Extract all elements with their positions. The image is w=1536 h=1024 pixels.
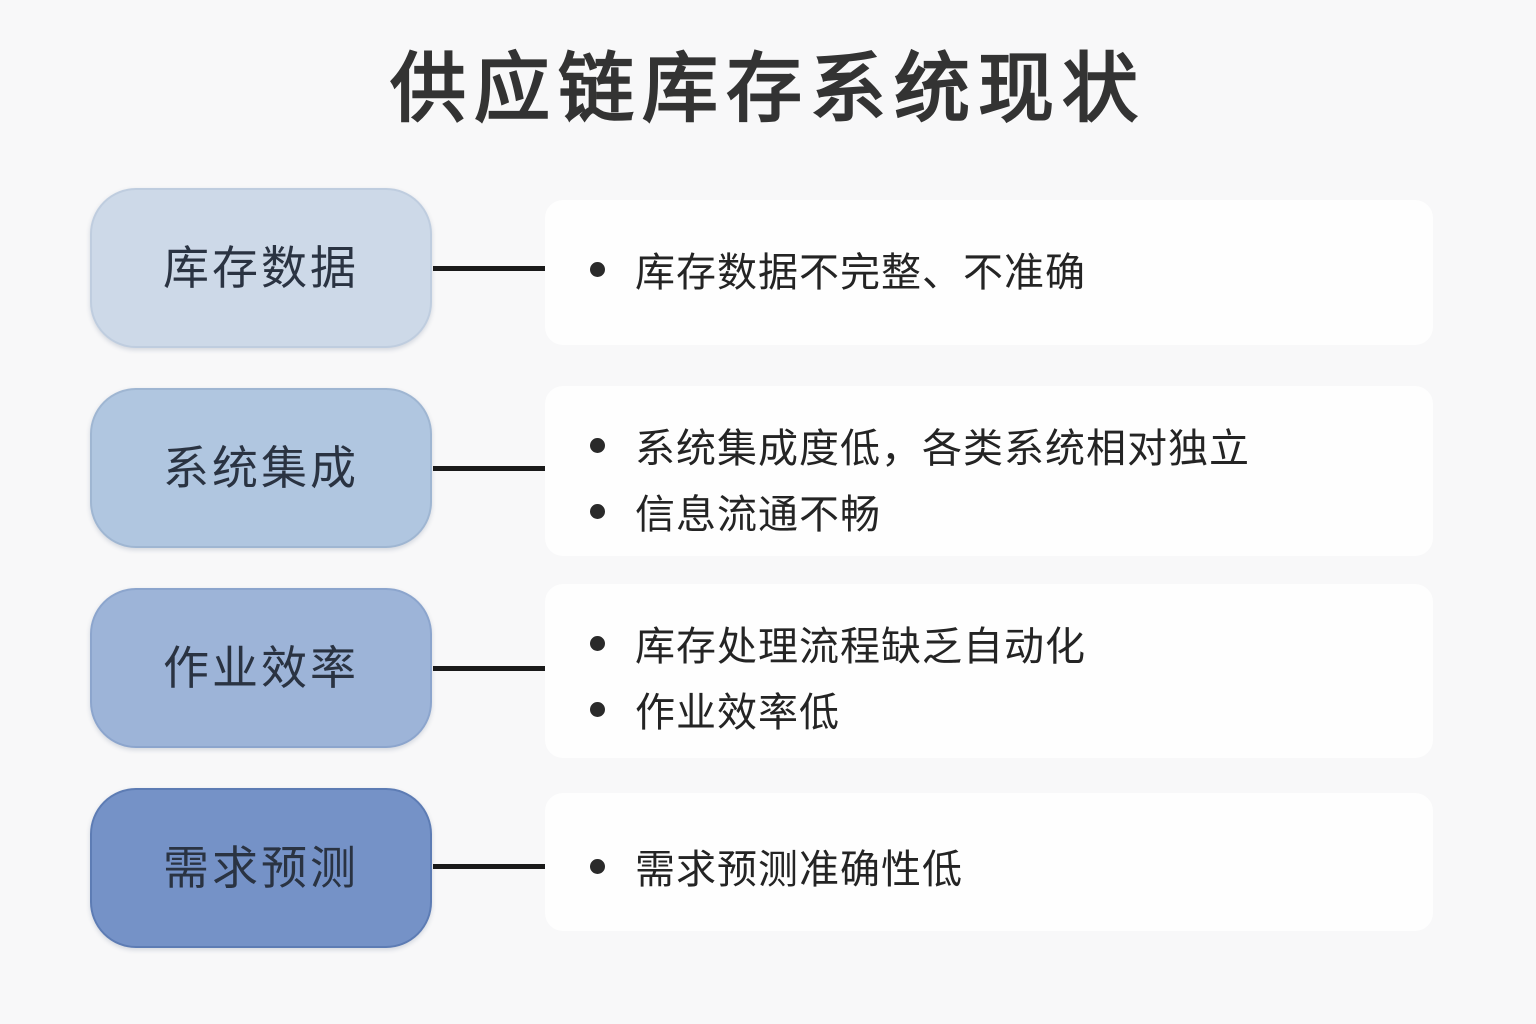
connector-line	[433, 864, 545, 869]
bullet-text: 需求预测准确性低	[635, 848, 963, 892]
bullet-dot-icon	[590, 701, 605, 717]
bullet-list: 库存处理流程缺乏自动化 作业效率低	[590, 610, 1086, 742]
bullet-panel	[545, 386, 1433, 556]
bullet-item: 库存处理流程缺乏自动化	[590, 610, 1086, 676]
bullet-panel	[545, 200, 1433, 345]
connector-line	[433, 466, 545, 471]
topic-box-label: 库存数据	[163, 242, 359, 294]
connector-line	[433, 266, 545, 271]
bullet-panel	[545, 793, 1433, 931]
bullet-dot-icon	[590, 503, 605, 519]
topic-box-label: 需求预测	[163, 842, 359, 894]
bullet-text: 库存数据不完整、不准确	[635, 251, 1086, 295]
topic-box-inventory-data: 库存数据	[90, 188, 432, 348]
bullet-item: 需求预测准确性低	[590, 833, 963, 899]
topic-box-label: 系统集成	[163, 442, 359, 494]
bullet-text: 作业效率低	[635, 691, 840, 735]
topic-box-operation-efficiency: 作业效率	[90, 588, 432, 748]
bullet-text: 信息流通不畅	[635, 493, 881, 537]
bullet-dot-icon	[590, 261, 605, 277]
topic-box-label: 作业效率	[163, 642, 359, 694]
bullet-item: 库存数据不完整、不准确	[590, 236, 1086, 302]
bullet-text: 库存处理流程缺乏自动化	[635, 625, 1086, 669]
bullet-dot-icon	[590, 858, 605, 874]
bullet-list: 系统集成度低，各类系统相对独立 信息流通不畅	[590, 412, 1250, 544]
bullet-dot-icon	[590, 635, 605, 651]
bullet-item: 信息流通不畅	[590, 478, 1250, 544]
connector-line	[433, 666, 545, 671]
bullet-dot-icon	[590, 437, 605, 453]
page-title: 供应链库存系统现状	[390, 47, 1146, 132]
topic-box-demand-forecast: 需求预测	[90, 788, 432, 948]
bullet-list: 需求预测准确性低	[590, 833, 963, 899]
bullet-item: 作业效率低	[590, 676, 1086, 742]
bullet-panel	[545, 584, 1433, 758]
topic-box-system-integration: 系统集成	[90, 388, 432, 548]
bullet-item: 系统集成度低，各类系统相对独立	[590, 412, 1250, 478]
bullet-text: 系统集成度低，各类系统相对独立	[635, 427, 1250, 471]
bullet-list: 库存数据不完整、不准确	[590, 236, 1086, 302]
